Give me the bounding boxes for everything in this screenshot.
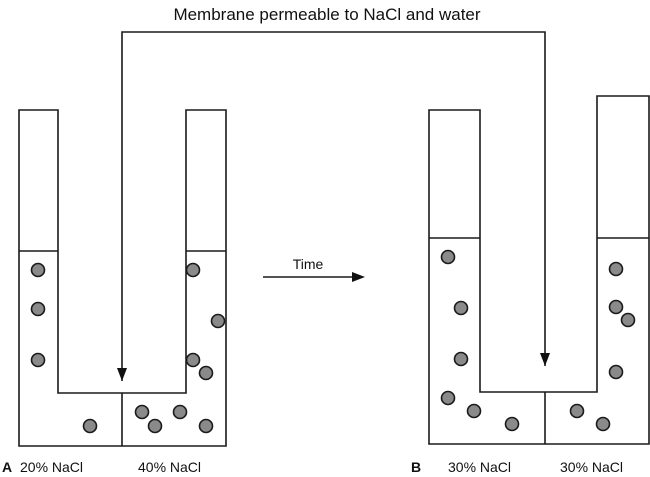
nacl-particle	[147, 418, 163, 434]
nacl-particle	[134, 404, 150, 420]
panel-b-left-concentration: 30% NaCl	[448, 459, 511, 475]
nacl-particle	[185, 262, 201, 278]
particles-a-right	[134, 262, 226, 434]
u-tube-a-outline	[18, 109, 227, 447]
arrowhead-b-icon	[540, 353, 550, 366]
diagram-title: Membrane permeable to NaCl and water	[173, 5, 480, 24]
particles-b-right	[569, 261, 636, 432]
particles-b-left	[440, 249, 520, 432]
nacl-particle	[82, 418, 98, 434]
panel-a-left-concentration: 20% NaCl	[20, 459, 83, 475]
membrane-pointer-bracket	[117, 31, 550, 381]
arrowhead-a-icon	[117, 368, 127, 381]
arrow-right-icon	[352, 272, 365, 282]
nacl-particle	[440, 390, 456, 406]
nacl-particle	[198, 418, 214, 434]
nacl-particle	[608, 261, 624, 277]
panel-b-right-concentration: 30% NaCl	[560, 459, 623, 475]
nacl-particle	[620, 312, 636, 328]
nacl-particle	[30, 301, 46, 317]
nacl-particle	[504, 416, 520, 432]
nacl-particle	[608, 299, 624, 315]
nacl-particle	[608, 364, 624, 380]
nacl-particle	[466, 403, 482, 419]
nacl-particle	[440, 249, 456, 265]
u-tube-b	[428, 95, 650, 445]
nacl-particle	[569, 403, 585, 419]
particles-a-left	[30, 262, 98, 434]
nacl-particle	[198, 365, 214, 381]
nacl-particle	[595, 416, 611, 432]
u-tube-a	[18, 109, 227, 447]
nacl-particle	[453, 300, 469, 316]
nacl-particle	[210, 313, 226, 329]
panel-b-letter: B	[411, 459, 421, 475]
nacl-particle	[30, 262, 46, 278]
bracket-line	[121, 31, 546, 381]
u-tube-b-outline	[428, 95, 650, 445]
panel-a-right-concentration: 40% NaCl	[138, 459, 201, 475]
panel-a-letter: A	[2, 459, 12, 475]
nacl-particle	[185, 352, 201, 368]
time-label: Time	[293, 256, 324, 272]
nacl-particle	[30, 352, 46, 368]
time-arrow: Time	[263, 256, 365, 282]
nacl-particle	[453, 351, 469, 367]
nacl-particle	[172, 404, 188, 420]
